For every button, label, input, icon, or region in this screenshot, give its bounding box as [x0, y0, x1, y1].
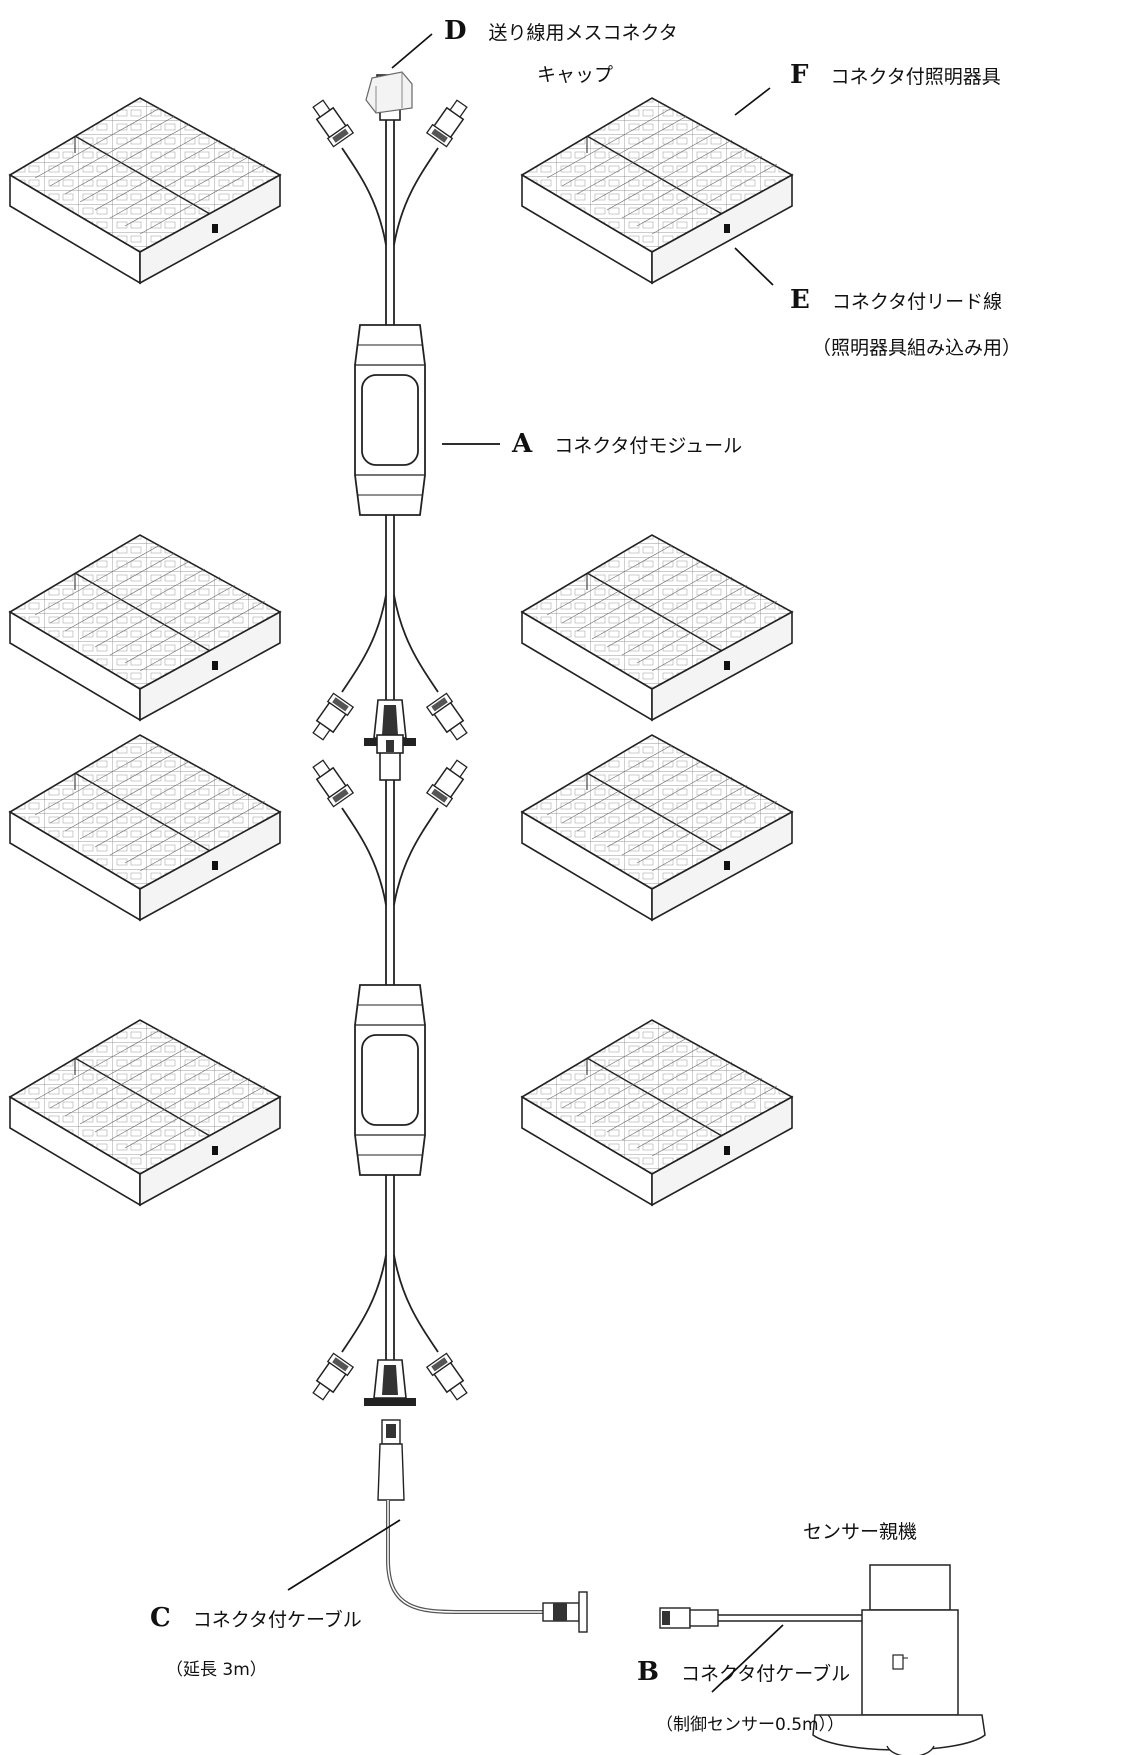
label-d-continued: キャップ [537, 64, 614, 86]
lighting-fixture [9, 534, 281, 721]
connector-module [308, 75, 471, 746]
label-c: C コネクタ付ケーブル [150, 1603, 362, 1633]
label-e: E コネクタ付リード線 [790, 285, 1002, 315]
label-text: コネクタ付照明器具 [830, 66, 1001, 88]
lighting-fixture [9, 1019, 281, 1206]
label-letter: C [150, 1603, 171, 1633]
label-text: 送り線用メスコネクタ [488, 22, 678, 44]
lighting-fixture [521, 534, 793, 721]
label-letter: D [444, 16, 467, 46]
label-b-note: （制御センサー0.5m）） [656, 1715, 845, 1735]
label-text: コネクタ付モジュール [554, 435, 743, 457]
lighting-fixture [521, 734, 793, 921]
female-connector-cap [365, 71, 413, 114]
sensor-cable [659, 1607, 862, 1629]
label-c-note: （延長 3m） [166, 1660, 267, 1680]
label-text: コネクタ付リード線 [831, 291, 1003, 313]
label-letter: B [637, 1657, 659, 1687]
label-text: コネクタ付ケーブル [680, 1663, 851, 1685]
label-d: D 送り線用メスコネクタ [444, 16, 678, 46]
label-e-note: （照明器具組み込み用） [812, 337, 1022, 359]
sensor-master-label: センサー親機 [803, 1521, 918, 1543]
sensor-master-unit [812, 1564, 986, 1755]
label-f: F コネクタ付照明器具 [790, 60, 1001, 90]
lighting-fixture [521, 1019, 793, 1206]
label-b: B コネクタ付ケーブル [637, 1657, 850, 1687]
label-a: A コネクタ付モジュール [512, 429, 742, 459]
label-letter: E [790, 285, 810, 315]
label-text: コネクタ付ケーブル [192, 1609, 362, 1631]
connector-module [308, 735, 471, 1406]
label-letter: F [790, 60, 809, 90]
label-letter: A [512, 429, 533, 459]
leader-lines [287, 33, 784, 1693]
lighting-fixture [521, 97, 793, 284]
lighting-fixture [9, 734, 281, 921]
extension-cable [377, 1419, 588, 1633]
lighting-fixture [9, 97, 281, 284]
